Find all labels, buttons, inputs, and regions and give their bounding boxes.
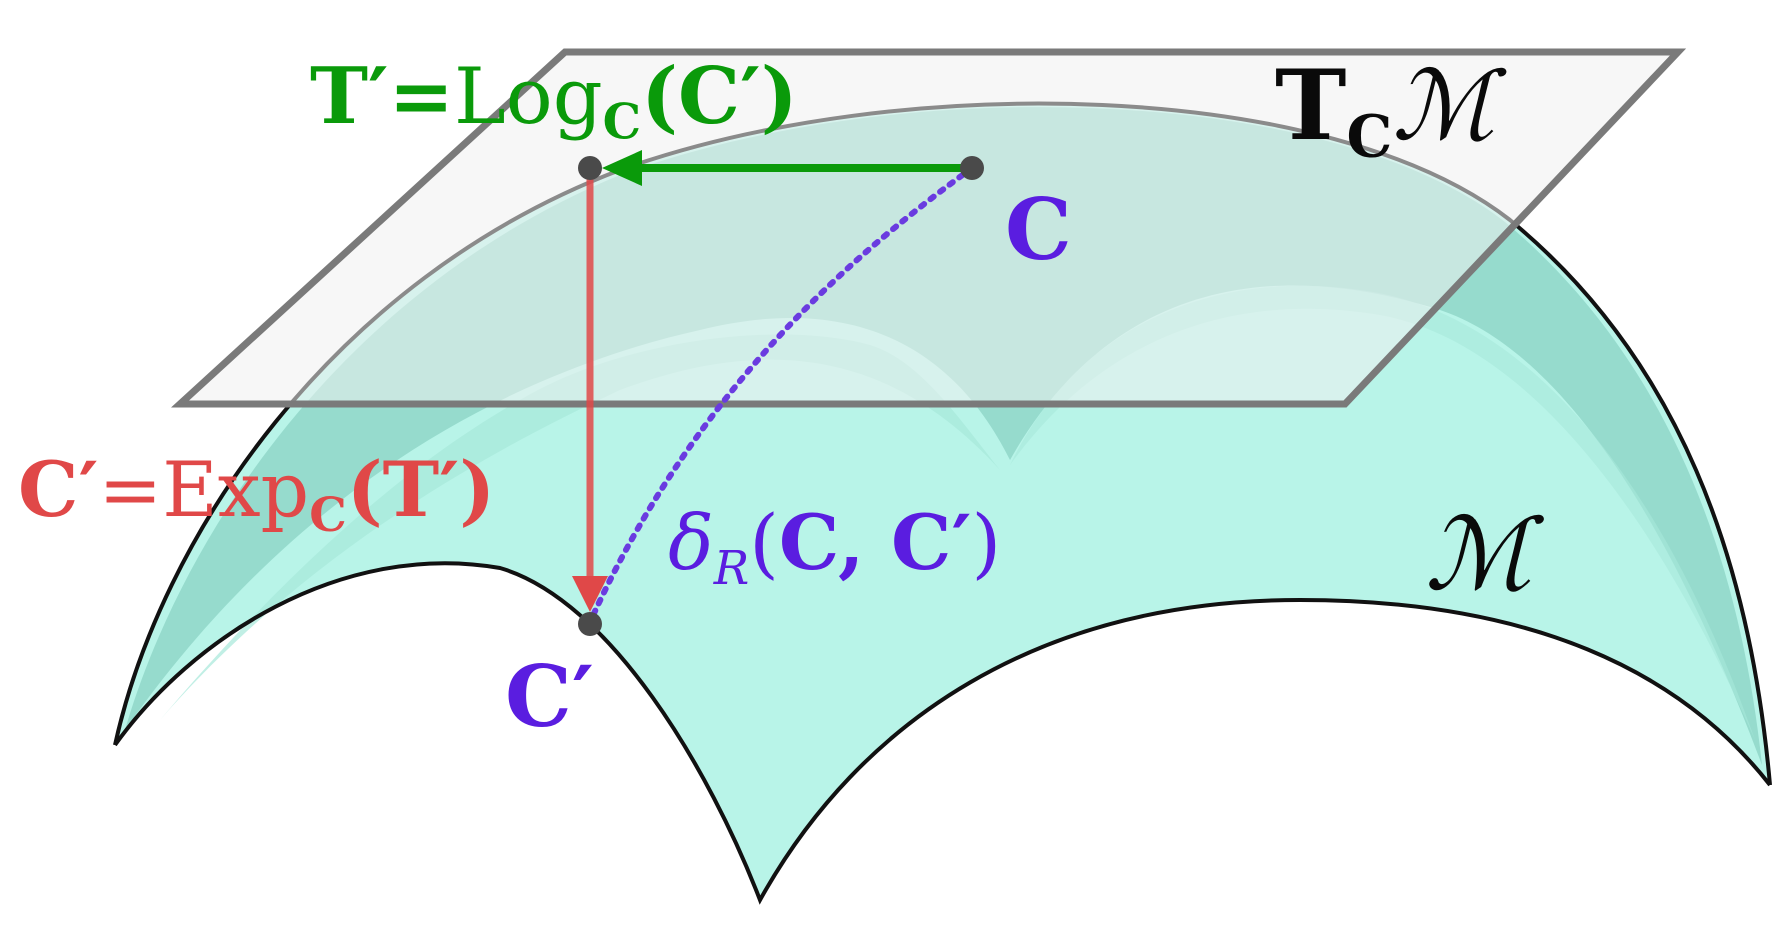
log-map-arrow-head [602,150,642,186]
exp-map-op: Exp [162,445,310,534]
log-map-op: Log [453,52,603,142]
tangent-space-sub: C [1346,102,1393,171]
exp-map-arg: (T′) [346,445,496,534]
log-map-lhs: T′ [310,51,389,142]
distance-label: δR(C, C′) [668,505,1001,593]
log-map-label: T′=LogC(C′) [310,58,798,147]
log-map-arg: (C′) [641,51,798,142]
exp-map-label: C′=ExpC(T′) [18,452,495,540]
tangent-space-manifold: ℳ [1392,50,1495,162]
distance-sym: δ [668,498,714,587]
manifold-bottom-edge [113,561,1772,905]
log-map-sub: C [602,94,642,151]
manifold-label: ℳ [1425,496,1532,613]
log-map-eq: = [388,51,454,142]
exp-map-arrow-head [572,576,608,612]
point-c-marker [960,156,984,180]
tangent-space-label: TCℳ [1275,58,1495,166]
point-c-prime-label: C′ [505,647,595,746]
tangent-space-main: T [1275,49,1347,162]
tangent-plane [170,48,1687,408]
geodesic-curve [587,165,975,625]
distance-open: ( [749,498,779,587]
point-t-prime-marker [578,156,602,180]
distance-close: ) [971,498,1002,587]
exp-map-eq: = [98,445,163,534]
exp-map-sub: C [309,488,347,544]
exp-map-lhs: C′ [18,445,99,534]
distance-sub: R [713,541,750,597]
point-c-prime-marker [578,612,602,636]
point-c-label: C [1005,180,1072,279]
distance-args: C, C′ [778,498,972,587]
